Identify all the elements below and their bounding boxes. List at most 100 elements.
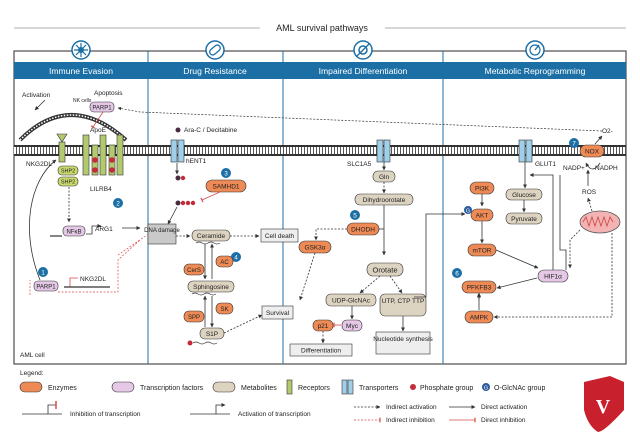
- svg-text:Inhibition of transcription: Inhibition of transcription: [70, 411, 141, 418]
- slc1a5-label: SLC1A5: [347, 161, 372, 168]
- panel-label-differentiation: Impaired Differentiation: [319, 66, 408, 76]
- dihydroorotate-metabolite: Dihydroorotate: [354, 193, 414, 206]
- pill-icon: [205, 40, 225, 60]
- pyruvate-metabolite: Pyruvate: [505, 212, 543, 225]
- phosphorylated-drug: [175, 175, 186, 181]
- samhd1-enzyme: SAMHD1: [205, 179, 247, 193]
- publisher-logo: V: [584, 376, 624, 432]
- svg-text:Direct activation: Direct activation: [481, 404, 528, 411]
- gln-metabolite: Gln: [372, 170, 396, 183]
- nadp-label: NADP+: [563, 165, 585, 172]
- svg-text:DNA damage: DNA damage: [144, 228, 180, 234]
- svg-text:Differentiation: Differentiation: [301, 348, 341, 355]
- svg-text:Glucose: Glucose: [512, 192, 536, 199]
- ac-enzyme: AC: [215, 255, 234, 268]
- cers-enzyme: CerS: [183, 263, 205, 276]
- svg-text:Orotate: Orotate: [372, 266, 397, 275]
- badge-2: 2: [113, 198, 123, 208]
- figure-title: AML survival pathways: [276, 23, 368, 33]
- dna-damage-box: DNA damage: [144, 223, 181, 245]
- s1p-metabolite: S1P: [199, 327, 225, 340]
- svg-text:Indirect activation: Indirect activation: [386, 404, 437, 411]
- badge-6: 6: [452, 268, 462, 278]
- badge-7: 7: [569, 138, 579, 148]
- hent1-label: hENT1: [186, 158, 207, 165]
- nk-cell: [18, 113, 128, 142]
- svg-text:S1P: S1P: [206, 331, 218, 338]
- svg-text:Cell death: Cell death: [265, 233, 295, 240]
- lilrb4-label: LILRB4: [90, 186, 112, 193]
- badge-1: 1: [38, 267, 48, 277]
- svg-text:SK: SK: [220, 307, 228, 313]
- mitochondrion-icon: [579, 210, 621, 234]
- differentiation-box: Differentiation: [289, 343, 353, 357]
- svg-text:SHP2: SHP2: [61, 169, 75, 175]
- svg-text:G: G: [466, 209, 470, 215]
- nfkb-tf: NFκB: [62, 225, 86, 237]
- nkg2dl-receptor: [56, 133, 68, 163]
- svg-text:PI3K: PI3K: [475, 186, 490, 193]
- svg-text:AKT: AKT: [476, 213, 489, 220]
- myc-tf: Myc: [341, 319, 363, 332]
- svg-text:Enzymes: Enzymes: [48, 385, 77, 392]
- apoptosis-label: Apoptosis: [94, 90, 123, 97]
- phosphate-s1p: [187, 340, 193, 346]
- nkg2dl-gene-label: NKG2DL: [80, 276, 106, 283]
- triphosphate-drug: [175, 200, 196, 206]
- glucose-metabolite: Glucose: [505, 188, 543, 201]
- slc1a5-transporter: [376, 139, 391, 163]
- svg-text:1: 1: [41, 270, 45, 277]
- svg-text:NFκB: NFκB: [67, 230, 82, 236]
- svg-text:Ceramide: Ceramide: [197, 233, 226, 240]
- legend-transporter: Transporters: [341, 379, 399, 395]
- pi3k-enzyme: PI3K: [469, 181, 495, 195]
- ros-label: ROS: [582, 189, 597, 196]
- phosphate-groups-immune: [92, 157, 115, 173]
- svg-text:p21: p21: [318, 323, 329, 330]
- svg-text:Dihydroorotate: Dihydroorotate: [363, 197, 406, 204]
- svg-text:AC: AC: [220, 260, 229, 266]
- hif1a-tf: HIF1α: [537, 269, 569, 283]
- survival-box: Survival: [261, 305, 294, 320]
- svg-text:UTP, CTP TTP: UTP, CTP TTP: [382, 298, 425, 305]
- sphingosine-metabolite: Sphingosine: [187, 280, 235, 293]
- nadph-label: NADPH: [595, 165, 618, 172]
- svg-text:Receptors: Receptors: [298, 385, 330, 392]
- activation-label: Activation: [22, 92, 51, 99]
- arg1-label: ARG1: [95, 226, 113, 233]
- svg-text:NOX: NOX: [585, 149, 600, 156]
- svg-text:HIF1α: HIF1α: [544, 274, 562, 281]
- svg-text:PARP1: PARP1: [92, 106, 112, 112]
- legend-indirect-inhibition: Indirect inhibition: [354, 417, 435, 424]
- svg-text:UDP-GlcNAc: UDP-GlcNAc: [332, 298, 371, 305]
- svg-text:Transporters: Transporters: [359, 385, 399, 392]
- panel-label-drug: Drug Resistance: [183, 66, 247, 76]
- svg-text:4: 4: [234, 255, 238, 262]
- svg-text:CerS: CerS: [187, 268, 201, 274]
- shp2-b: SHP2: [57, 176, 79, 187]
- panel-label-immune: Immune Evasion: [49, 66, 113, 76]
- hent1-transporter: [170, 139, 185, 163]
- sk-enzyme: SK: [215, 302, 234, 315]
- svg-text:7: 7: [572, 141, 576, 148]
- pfkfb3-enzyme: PFKFB3: [461, 280, 497, 294]
- svg-text:SAMHD1: SAMHD1: [212, 184, 239, 191]
- svg-text:Direct inhibition: Direct inhibition: [481, 417, 526, 424]
- cell-death-box: Cell death: [260, 228, 299, 243]
- legend-receptor: Receptors: [286, 379, 330, 395]
- aml-cell-label: AML cell: [20, 352, 45, 359]
- badge-5: 5: [350, 210, 360, 220]
- gsk3a-enzyme: GSK3α: [298, 240, 332, 254]
- svg-text:O-GlcNAc group: O-GlcNAc group: [494, 385, 545, 392]
- svg-text:3: 3: [224, 171, 228, 178]
- ara-c-label: Ara-C / Decitabine: [184, 127, 237, 134]
- svg-text:SPP: SPP: [188, 315, 200, 321]
- spp-enzyme: SPP: [183, 310, 205, 323]
- svg-text:SHP2: SHP2: [61, 180, 75, 186]
- svg-text:Myc: Myc: [346, 323, 359, 330]
- svg-text:Nucleotide synthesis: Nucleotide synthesis: [373, 336, 433, 343]
- nucleotide-synthesis-box: Nucleotide synthesis: [373, 331, 434, 355]
- parp1-bottom: PARP1: [33, 280, 59, 292]
- legend-metabolite: Metabolites: [212, 381, 277, 393]
